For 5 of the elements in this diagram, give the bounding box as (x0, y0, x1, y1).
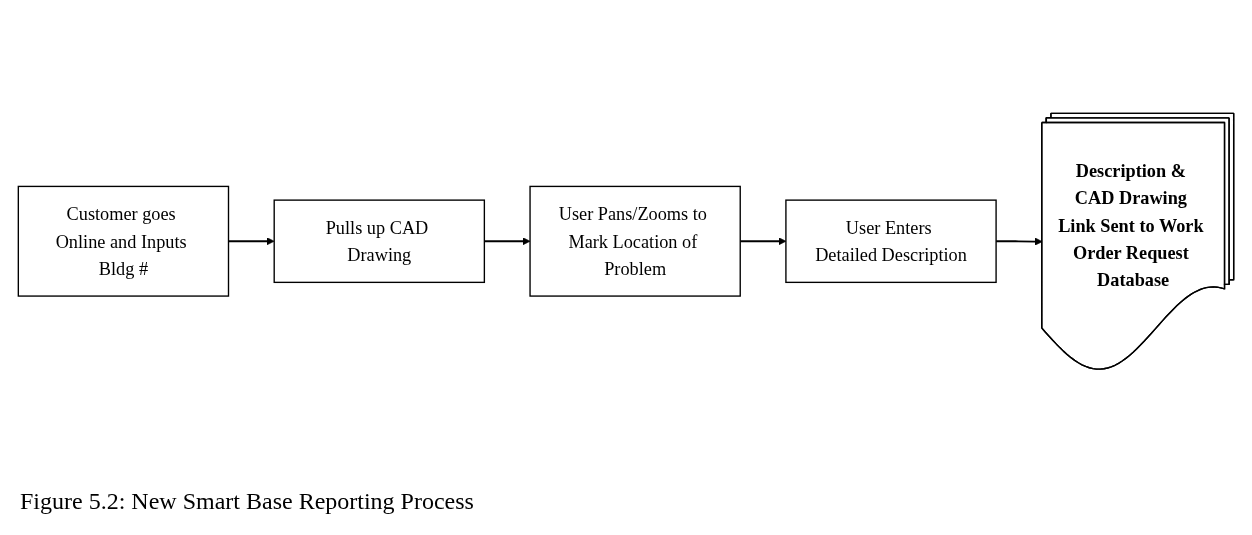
node-box: User Enters Detailed Description (785, 199, 997, 283)
figure-caption: Figure 5.2: New Smart Base Reporting Process (19, 488, 474, 515)
node-box: User Pans/Zooms to Mark Location of Problem (529, 185, 741, 297)
node-box: Pulls up CAD Drawing (273, 199, 486, 283)
node-box: Customer goes Online and Inputs Bldg # (17, 185, 230, 297)
